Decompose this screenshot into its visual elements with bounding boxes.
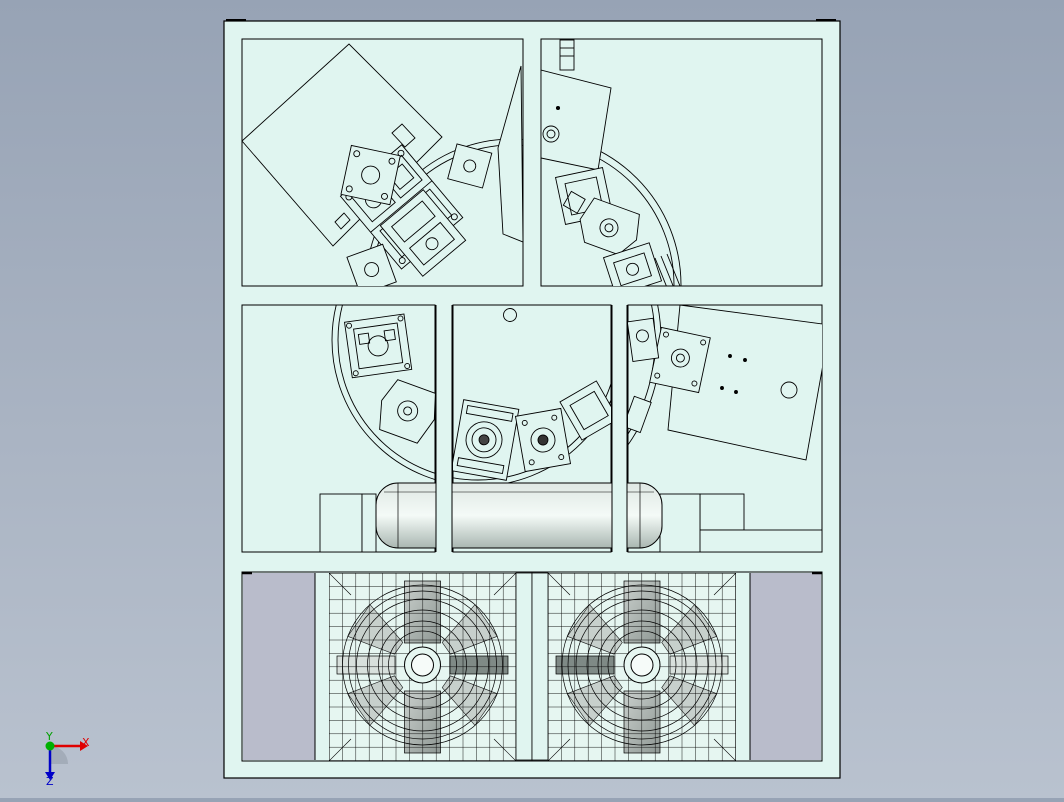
left-cooling-fan: [329, 573, 516, 761]
conveyor-tube: [375, 305, 663, 554]
top-right-window-panel: [540, 38, 823, 287]
x-axis-label: X: [82, 736, 90, 749]
top-left-window-panel: [241, 38, 524, 287]
coordinate-triad: X Y Z: [36, 728, 106, 788]
right-cooling-fan: [548, 573, 736, 761]
y-axis-label: Y: [45, 730, 53, 743]
y-axis-dot: [45, 741, 55, 751]
z-axis-label: Z: [46, 775, 54, 786]
